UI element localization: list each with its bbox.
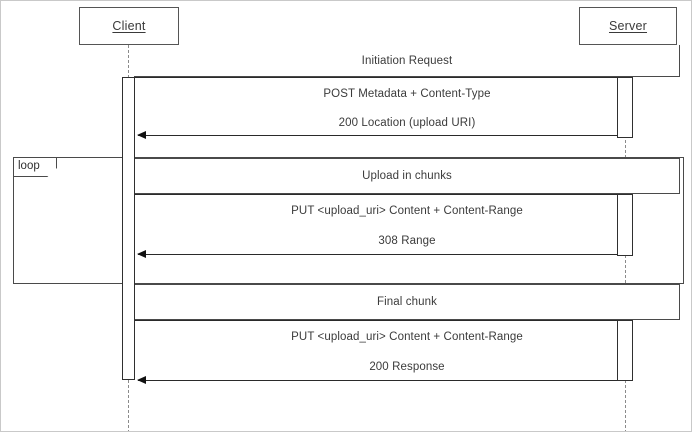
message-post-metadata: POST Metadata + Content-Type	[134, 77, 680, 111]
message-put-final-line	[134, 320, 626, 321]
participant-server[interactable]: Server	[579, 7, 677, 45]
message-308-range: 308 Range	[134, 228, 680, 254]
note-upload-in-chunks-label: Upload in chunks	[362, 170, 452, 182]
message-200-location-arrowhead	[137, 131, 146, 139]
message-200-response-label: 200 Response	[369, 361, 445, 373]
message-put-chunk: PUT <upload_uri> Content + Content-Range	[134, 194, 680, 228]
note-final-right-edge	[679, 284, 680, 320]
note-final-chunk: Final chunk	[134, 284, 680, 320]
participant-server-label: Server	[608, 19, 648, 33]
note-upload-in-chunks: Upload in chunks	[134, 158, 680, 194]
message-put-final: PUT <upload_uri> Content + Content-Range	[134, 320, 680, 354]
message-308-range-arrowhead	[137, 250, 146, 258]
message-put-chunk-line	[134, 194, 626, 195]
message-put-chunk-label: PUT <upload_uri> Content + Content-Range	[291, 205, 523, 217]
note-initiation-request-label: Initiation Request	[361, 54, 453, 67]
note-initiation-request: Initiation Request	[134, 45, 680, 77]
participant-client-label: Client	[112, 19, 146, 33]
message-200-response: 200 Response	[134, 354, 680, 380]
fragment-loop	[13, 157, 684, 284]
message-308-range-label: 308 Range	[378, 235, 436, 247]
message-308-range-line	[138, 254, 617, 255]
message-post-metadata-line	[134, 77, 626, 78]
activation-server-chunk	[617, 194, 633, 256]
activation-client	[122, 77, 135, 380]
fragment-loop-label: loop	[18, 160, 40, 173]
message-post-metadata-label: POST Metadata + Content-Type	[323, 88, 491, 100]
fragment-loop-tab: loop	[13, 157, 57, 177]
activation-server-initiation	[617, 77, 633, 138]
message-200-location-line	[138, 135, 617, 136]
message-200-response-arrowhead	[137, 376, 146, 384]
note-upload-right-edge	[679, 158, 680, 194]
message-200-location: 200 Location (upload URI)	[134, 111, 680, 135]
message-200-location-label: 200 Location (upload URI)	[338, 117, 476, 129]
note-final-chunk-label: Final chunk	[377, 296, 437, 308]
note-initiation-right-edge	[679, 45, 680, 77]
participant-client[interactable]: Client	[79, 7, 179, 45]
message-200-response-line	[138, 380, 617, 381]
message-put-final-label: PUT <upload_uri> Content + Content-Range	[291, 331, 523, 343]
activation-server-final	[617, 320, 633, 381]
